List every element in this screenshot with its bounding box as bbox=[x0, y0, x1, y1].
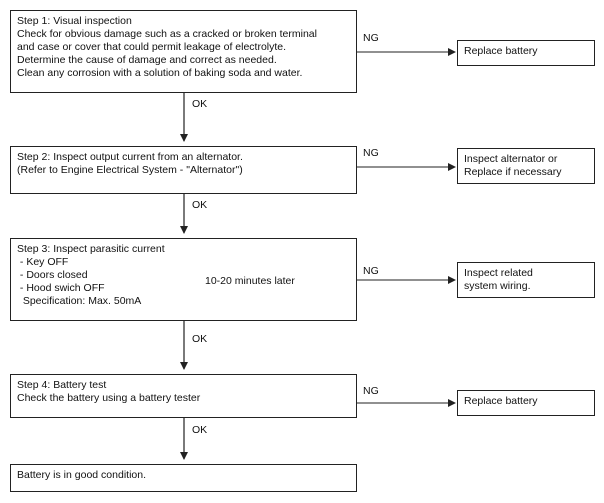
ng-action-1-box: Replace battery bbox=[457, 40, 595, 66]
ng-action-4-box: Replace battery bbox=[457, 390, 595, 416]
step-1-line: and case or cover that could permit leak… bbox=[17, 41, 287, 53]
ok-label-4: OK bbox=[192, 424, 208, 436]
ng-action-2-text: Replace if necessary bbox=[464, 166, 562, 178]
step-4-line: Check the battery using a battery tester bbox=[17, 392, 201, 404]
ng-label-1: NG bbox=[363, 32, 379, 44]
step-1-box: Step 1: Visual inspection Check for obvi… bbox=[10, 10, 357, 93]
step-3-condition: - Key OFF bbox=[17, 256, 69, 268]
ok-label-1: OK bbox=[192, 98, 208, 110]
ng-action-3-text: Inspect related bbox=[464, 267, 533, 279]
step-3-specification: Specification: Max. 50mA bbox=[17, 295, 142, 307]
step-3-condition: - Hood swich OFF bbox=[17, 282, 105, 294]
ng-action-1-text: Replace battery bbox=[464, 45, 538, 57]
ng-action-2-text: Inspect alternator or bbox=[464, 153, 558, 165]
step-1-line: Check for obvious damage such as a crack… bbox=[17, 28, 317, 40]
step-4-box: Step 4: Battery test Check the battery u… bbox=[10, 374, 357, 418]
step-1-title: Step 1: Visual inspection bbox=[17, 15, 132, 27]
step-3-condition: - Doors closed bbox=[17, 269, 88, 281]
step-1-line: Clean any corrosion with a solution of b… bbox=[17, 67, 303, 79]
step-4-title: Step 4: Battery test bbox=[17, 379, 107, 391]
bracket-note: 10-20 minutes later bbox=[205, 275, 295, 287]
ng-action-3-box: Inspect related system wiring. bbox=[457, 262, 595, 298]
ng-action-2-box: Inspect alternator or Replace if necessa… bbox=[457, 148, 595, 184]
ok-label-2: OK bbox=[192, 199, 208, 211]
ok-label-3: OK bbox=[192, 333, 208, 345]
step-1-line: Determine the cause of damage and correc… bbox=[17, 54, 277, 66]
step-2-line: (Refer to Engine Electrical System - "Al… bbox=[17, 164, 243, 176]
ng-action-4-text: Replace battery bbox=[464, 395, 538, 407]
ng-label-4: NG bbox=[363, 385, 379, 397]
ng-label-2: NG bbox=[363, 147, 379, 159]
final-result-text: Battery is in good condition. bbox=[17, 469, 146, 481]
step-2-title: Step 2: Inspect output current from an a… bbox=[17, 151, 243, 163]
step-2-box: Step 2: Inspect output current from an a… bbox=[10, 146, 357, 194]
ng-action-3-text: system wiring. bbox=[464, 280, 531, 292]
ng-label-3: NG bbox=[363, 265, 379, 277]
step-3-title: Step 3: Inspect parasitic current bbox=[17, 243, 165, 255]
step-3-box: Step 3: Inspect parasitic current - Key … bbox=[10, 238, 357, 321]
final-result-box: Battery is in good condition. bbox=[10, 464, 357, 492]
